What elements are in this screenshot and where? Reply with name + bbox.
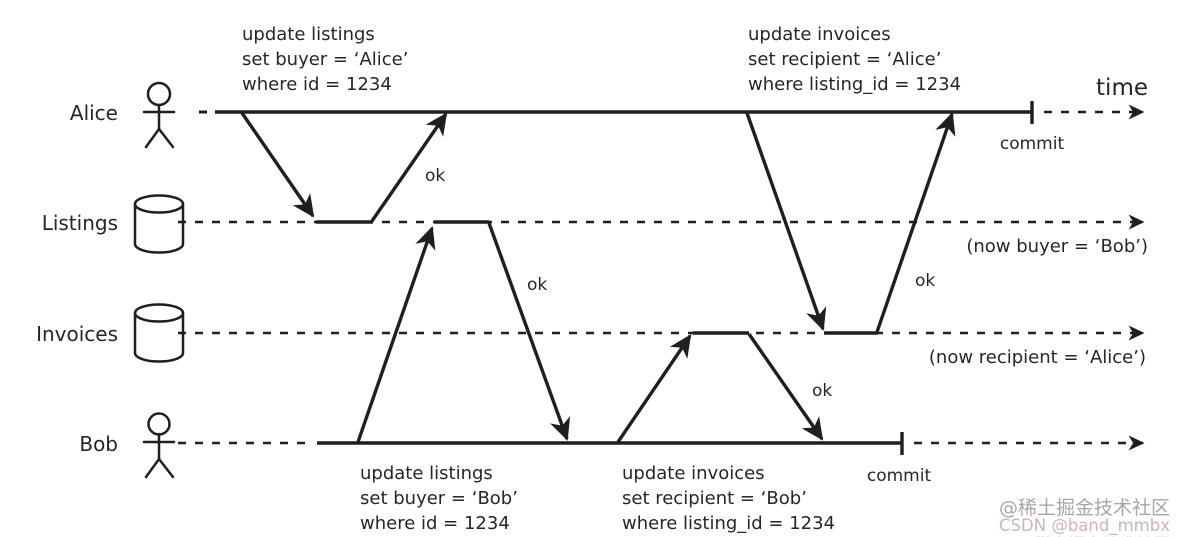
response-arrow [370,112,448,222]
bob-update-listings-arrows [356,220,571,443]
invoices-result-label: (now recipient = ‘Alice’) [929,347,1146,368]
lane-label-alice: Alice [70,101,118,125]
bob-commit-label: commit [867,466,932,486]
sql-line: update invoices [622,463,765,484]
sql-line: set recipient = ‘Alice’ [748,49,941,70]
lane-label-listings: Listings [42,211,118,235]
ok-label-bob-listings: ok [527,275,547,295]
request-arrow [616,334,692,443]
response-arrow [875,112,956,333]
sql-line: where id = 1234 [242,74,392,95]
sql-line: set recipient = ‘Bob’ [622,488,807,509]
sql-line: update listings [242,24,375,45]
sql-line: where listing_id = 1234 [748,74,961,95]
watermark-clipped: @稀土掘金技术社区 [1017,535,1170,537]
sql-line: update listings [360,463,493,484]
sql-line: set buyer = ‘Alice’ [242,49,408,70]
time-axis-label: time [1096,75,1148,101]
listings-result-label: (now buyer = ‘Bob’) [966,236,1148,257]
watermark-community: @稀土掘金技术社区 [999,497,1170,519]
request-arrow [240,112,315,218]
watermark-csdn: CSDN @band_mmbx [999,516,1170,536]
sql-line: where id = 1234 [360,513,510,534]
sql-line: where listing_id = 1234 [622,513,835,534]
request-arrow [745,112,827,331]
person-icon [142,81,176,149]
alice-timeline [199,101,1145,124]
alice-update-listings-arrows [240,112,448,224]
lane-label-invoices: Invoices [36,322,118,346]
lane-listings-header: Listings [42,194,185,254]
bob-invoices-sql: update invoices set recipient = ‘Bob’ wh… [622,463,835,534]
alice-commit-label: commit [1000,134,1065,154]
bob-listings-sql: update listings set buyer = ‘Bob’ where … [360,463,518,534]
database-icon [133,194,185,254]
lane-alice-header: Alice [70,81,176,149]
sql-line: update invoices [748,24,891,45]
alice-update-invoices-arrows [745,112,956,335]
sql-line: set buyer = ‘Bob’ [360,488,518,509]
lane-bob-header: Bob [79,412,176,479]
ok-label-alice-invoices: ok [915,271,935,291]
database-icon [133,303,185,363]
ok-label-alice-listings: ok [425,166,445,186]
response-arrow [747,333,824,441]
alice-invoices-sql: update invoices set recipient = ‘Alice’ … [748,24,961,95]
lane-invoices-header: Invoices [36,303,185,363]
person-icon [142,412,176,479]
lane-label-bob: Bob [79,432,118,456]
watermark: @稀土掘金技术社区 CSDN @band_mmbx @稀土掘金技术社区 [999,497,1170,537]
request-arrow [356,226,436,443]
ok-label-bob-invoices: ok [812,381,832,401]
alice-listings-sql: update listings set buyer = ‘Alice’ wher… [242,24,408,95]
bob-timeline [178,432,1145,455]
response-arrow [487,222,571,441]
bob-update-invoices-arrows [616,331,824,443]
